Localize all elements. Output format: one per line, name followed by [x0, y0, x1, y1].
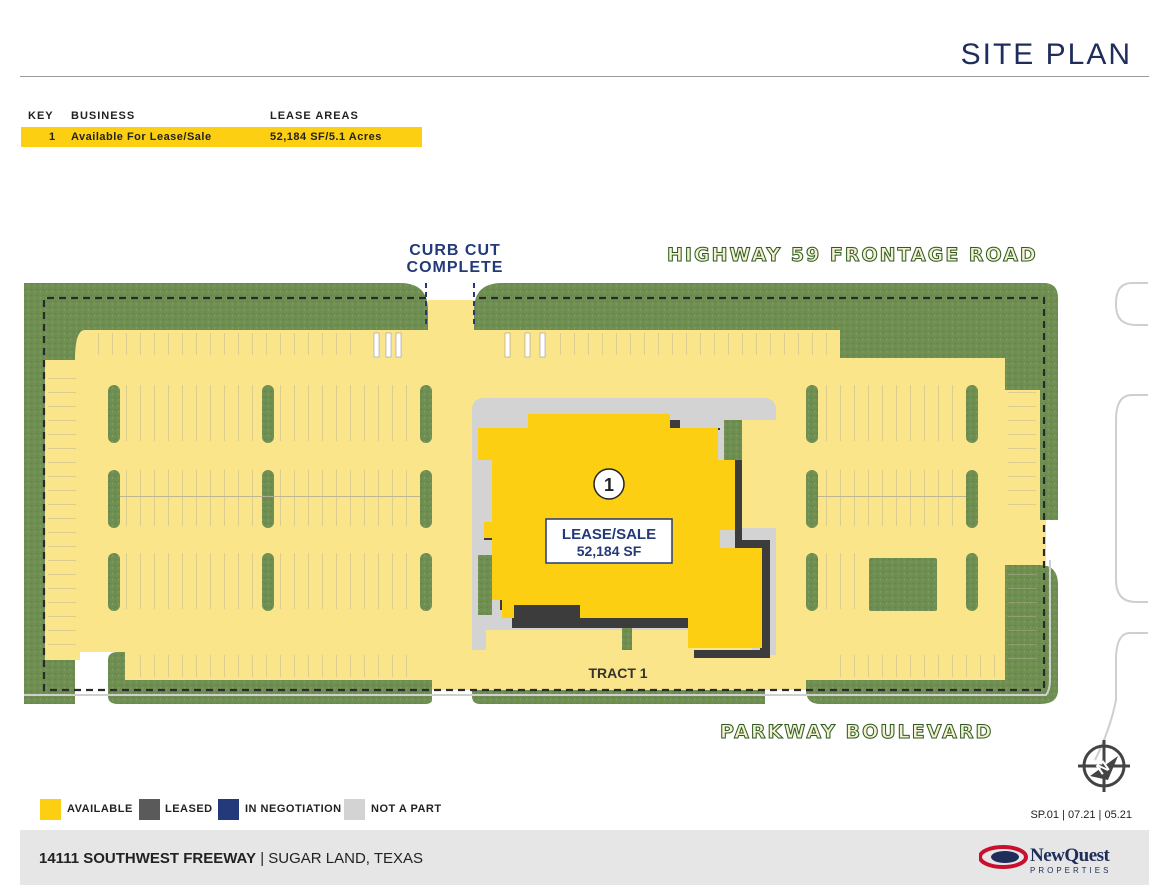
table-cell-area: 52,184 SF/5.1 Acres	[270, 131, 382, 143]
road-label-north: HIGHWAY 59 FRONTAGE ROAD	[667, 244, 1038, 267]
address-street: 14111 SOUTHWEST FREEWAY	[39, 850, 257, 867]
road-label-south: PARKWAY BOULEVARD	[719, 721, 994, 744]
newquest-logo-icon[interactable]	[979, 843, 1134, 875]
table-header-key: KEY	[28, 110, 54, 122]
building-label-line2: 52,184 SF	[577, 543, 642, 559]
logo-subtext: PROPERTIES	[1030, 866, 1112, 875]
drawing-reference: SP.01 | 07.21 | 05.21	[1030, 809, 1132, 821]
parking-islands	[108, 385, 978, 611]
table-cell-business: Available For Lease/Sale	[71, 131, 212, 143]
curb-cut-line1: CURB CUT	[409, 242, 501, 259]
legend-swatch-not-a-part	[344, 799, 365, 820]
legend-swatch-in-negotiation	[218, 799, 239, 820]
address-city: | SUGAR LAND, TEXAS	[256, 850, 424, 867]
logo-wordmark: NewQuest	[1030, 845, 1110, 866]
building-lease-label: LEASE/SALE 52,184 SF	[545, 518, 673, 564]
table-header-business: BUSINESS	[71, 110, 136, 122]
table-row[interactable]	[21, 127, 422, 147]
legend-label-not-a-part: NOT A PART	[371, 803, 442, 815]
page-title: SITE PLAN	[960, 38, 1132, 71]
building-key-marker: 1	[593, 468, 625, 500]
table-header-lease-areas: LEASE AREAS	[270, 110, 359, 122]
legend-swatch-available	[40, 799, 61, 820]
curb-cut-line2: COMPLETE	[406, 259, 504, 276]
building-label-line1: LEASE/SALE	[562, 526, 656, 543]
parking-stalls	[48, 333, 1036, 677]
footer-address: 14111 SOUTHWEST FREEWAY | SUGAR LAND, TE…	[39, 850, 423, 867]
curb-cut-marks	[425, 283, 475, 328]
building-key-number: 1	[604, 475, 614, 495]
legend-swatch-leased	[139, 799, 160, 820]
legend-label-available: AVAILABLE	[67, 803, 133, 815]
table-cell-key: 1	[49, 131, 56, 143]
accessible-parking	[373, 332, 546, 358]
footer-bar	[20, 830, 1149, 885]
tract-label: TRACT 1	[588, 665, 647, 681]
legend-label-in-negotiation: IN NEGOTIATION	[245, 803, 342, 815]
property-line	[42, 296, 1046, 692]
legend-label-leased: LEASED	[165, 803, 213, 815]
title-divider	[20, 76, 1149, 77]
curb-cut-label: CURB CUT COMPLETE	[380, 242, 530, 276]
compass-icon: N	[1078, 740, 1130, 792]
